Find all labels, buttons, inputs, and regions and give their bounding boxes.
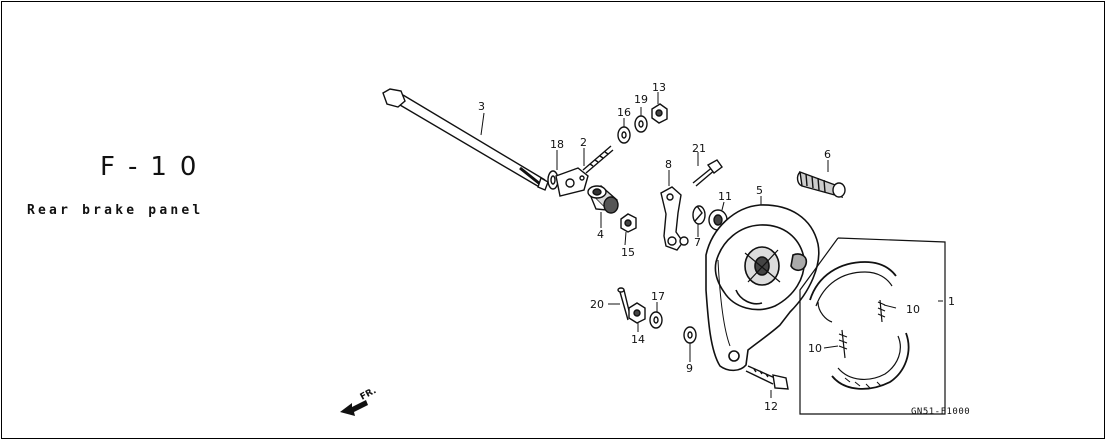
callout-labels: 1 2 3 4 5 6 7 8 9 10 10 11 12 13 14 15 1… — [478, 81, 955, 413]
part-nut-15 — [620, 213, 637, 233]
part-adjuster-plate — [555, 145, 614, 197]
callout-18: 18 — [550, 138, 564, 151]
callout-3: 3 — [478, 100, 485, 113]
callout-12: 12 — [764, 400, 778, 413]
callout-6: 6 — [824, 148, 831, 161]
part-washer-9 — [683, 326, 697, 344]
callout-14: 14 — [631, 333, 645, 346]
front-direction-label: FR. — [359, 386, 378, 403]
part-cotter-pin — [617, 287, 632, 321]
part-brake-arm — [660, 186, 689, 251]
callout-11: 11 — [718, 190, 732, 203]
callout-17: 17 — [651, 290, 665, 303]
callout-10-lower: 10 — [808, 342, 822, 355]
callout-5: 5 — [756, 184, 763, 197]
part-washer-19 — [634, 115, 648, 133]
part-brake-panel — [705, 204, 820, 372]
part-washer-16 — [617, 126, 631, 144]
part-bolt-21 — [692, 159, 723, 187]
part-brake-shoe-set — [799, 237, 946, 415]
callout-8: 8 — [665, 158, 672, 171]
callout-2: 2 — [580, 136, 587, 149]
callout-9: 9 — [686, 362, 693, 375]
callout-7: 7 — [694, 236, 701, 249]
callout-19: 19 — [634, 93, 648, 106]
part-nut-14 — [628, 302, 646, 324]
callout-1: 1 — [948, 295, 955, 308]
callout-10-upper: 10 — [906, 303, 920, 316]
part-brake-cam — [796, 170, 846, 199]
part-axle-bolt — [382, 88, 549, 191]
part-nut-13 — [651, 103, 668, 124]
callout-13: 13 — [652, 81, 666, 94]
section-code: F-10 — [100, 152, 210, 182]
callout-15: 15 — [621, 246, 635, 259]
section-title: Rear brake panel — [27, 203, 204, 218]
part-washer-17 — [649, 311, 663, 329]
part-bolt-12 — [745, 365, 789, 390]
callout-21: 21 — [692, 142, 706, 155]
callout-20: 20 — [590, 298, 604, 311]
front-direction-arrow-icon: FR. — [340, 386, 378, 416]
part-collar — [587, 185, 619, 214]
callout-16: 16 — [617, 106, 631, 119]
callout-4: 4 — [597, 228, 604, 241]
leader-lines — [480, 92, 943, 398]
diagram-reference-code: GN51-F1000 — [911, 407, 970, 417]
part-seal-7 — [692, 205, 706, 225]
